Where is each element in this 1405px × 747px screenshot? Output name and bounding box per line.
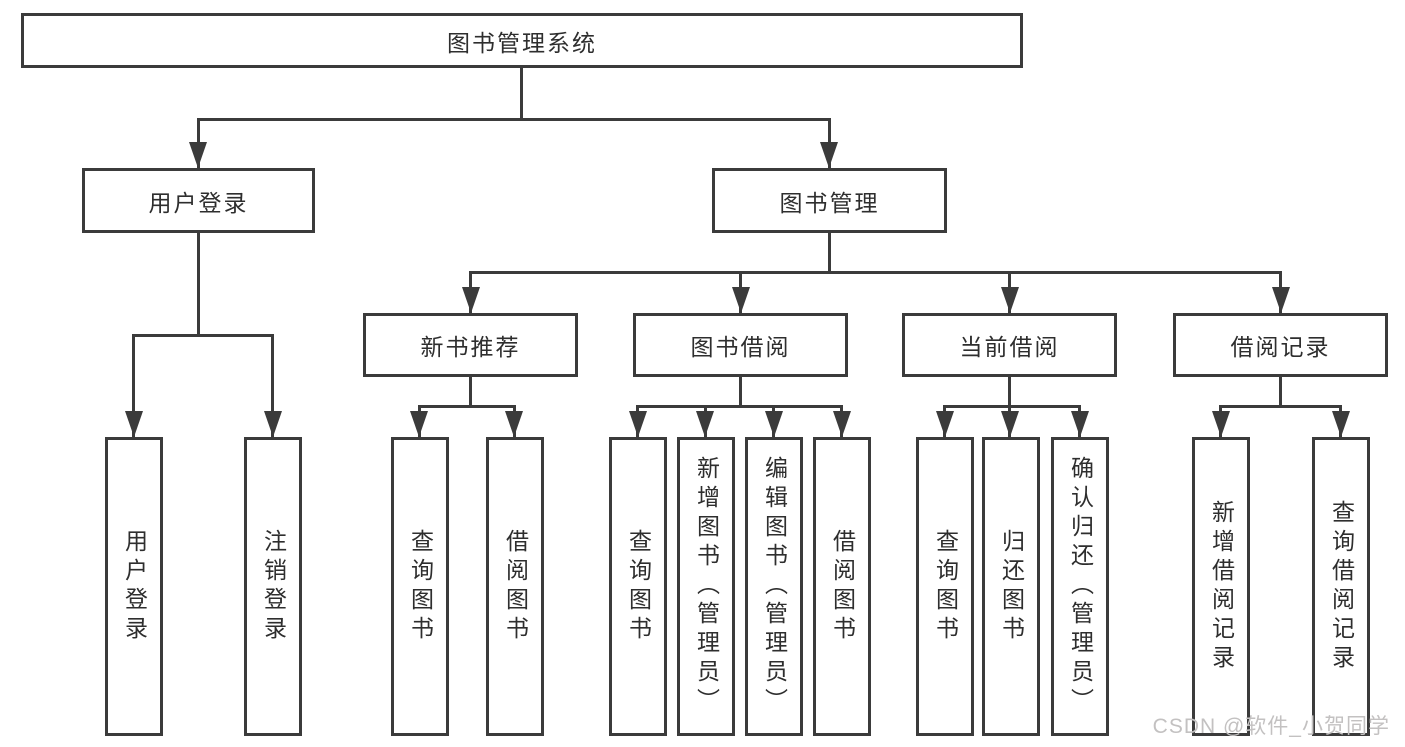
arrowhead <box>189 142 207 168</box>
node-book-borrowing: 图书借阅 <box>633 313 848 377</box>
node-root: 图书管理系统 <box>21 13 1023 68</box>
node-borrowing-records: 借阅记录 <box>1173 313 1388 377</box>
leaf-query-books-borrowing: 查询图书 <box>609 437 667 736</box>
leaf-return-book-label: 归还图书 <box>998 528 1025 645</box>
node-borrowing-records-label: 借阅记录 <box>1230 334 1331 360</box>
leaf-edit-book-admin: 编辑图书（管理员） <box>745 437 803 736</box>
connector <box>520 66 523 120</box>
arrowhead <box>1332 411 1350 437</box>
arrowhead <box>629 411 647 437</box>
watermark: CSDN @软件_小贺同学 <box>1152 715 1390 738</box>
node-new-book-recommend: 新书推荐 <box>363 313 578 377</box>
arrowhead <box>462 287 480 313</box>
arrowhead <box>1212 411 1230 437</box>
node-root-label: 图书管理系统 <box>447 29 597 56</box>
leaf-borrow-books-borrowing-label: 借阅图书 <box>829 528 856 645</box>
node-book-management-label: 图书管理 <box>779 189 880 216</box>
leaf-logout-label: 注销登录 <box>260 528 287 645</box>
connector <box>132 334 135 437</box>
connector <box>197 118 831 121</box>
arrowhead <box>1001 411 1019 437</box>
connector <box>469 271 1282 274</box>
connector <box>1279 377 1282 408</box>
arrowhead <box>1071 411 1089 437</box>
connector <box>132 334 274 337</box>
leaf-add-borrow-record: 新增借阅记录 <box>1192 437 1250 736</box>
node-current-borrowing-label: 当前借阅 <box>959 334 1060 360</box>
leaf-query-borrow-record-label: 查询借阅记录 <box>1328 499 1355 674</box>
arrowhead <box>125 411 143 437</box>
leaf-user-login: 用户登录 <box>105 437 163 736</box>
arrowhead <box>820 142 838 168</box>
node-user-login: 用户登录 <box>82 168 315 233</box>
arrowhead <box>1272 287 1290 313</box>
leaf-logout: 注销登录 <box>244 437 302 736</box>
connector <box>469 377 472 408</box>
leaf-return-book: 归还图书 <box>982 437 1040 736</box>
leaf-add-borrow-record-label: 新增借阅记录 <box>1208 499 1235 674</box>
connector <box>271 334 274 437</box>
leaf-confirm-return-admin-label: 确认归还（管理员） <box>1067 456 1094 717</box>
leaf-query-borrow-record: 查询借阅记录 <box>1312 437 1370 736</box>
connector <box>1008 377 1011 408</box>
connector <box>828 233 831 274</box>
node-user-login-label: 用户登录 <box>148 189 249 216</box>
arrowhead <box>936 411 954 437</box>
connector <box>739 377 742 408</box>
leaf-query-books-borrowing-label: 查询图书 <box>625 528 652 645</box>
arrowhead <box>505 411 523 437</box>
leaf-add-book-admin: 新增图书（管理员） <box>677 437 735 736</box>
arrowhead <box>732 287 750 313</box>
connector <box>636 405 842 408</box>
arrowhead <box>765 411 783 437</box>
leaf-borrow-books-recommend: 借阅图书 <box>486 437 544 736</box>
leaf-borrow-books-recommend-label: 借阅图书 <box>502 528 529 645</box>
node-new-book-recommend-label: 新书推荐 <box>420 334 521 360</box>
leaf-query-books-recommend-label: 查询图书 <box>407 528 434 645</box>
connector <box>943 405 1081 408</box>
arrowhead <box>410 411 428 437</box>
arrowhead <box>264 411 282 437</box>
leaf-edit-book-admin-label: 编辑图书（管理员） <box>761 456 788 717</box>
connector <box>418 405 516 408</box>
arrowhead <box>696 411 714 437</box>
arrowhead <box>833 411 851 437</box>
leaf-add-book-admin-label: 新增图书（管理员） <box>693 456 720 717</box>
connector <box>197 233 200 337</box>
leaf-borrow-books-borrowing: 借阅图书 <box>813 437 871 736</box>
leaf-query-books-current: 查询图书 <box>916 437 974 736</box>
leaf-query-books-current-label: 查询图书 <box>932 528 959 645</box>
node-book-borrowing-label: 图书借阅 <box>690 334 791 360</box>
leaf-user-login-label: 用户登录 <box>121 528 148 645</box>
node-book-management: 图书管理 <box>712 168 947 233</box>
arrowhead <box>1001 287 1019 313</box>
leaf-confirm-return-admin: 确认归还（管理员） <box>1051 437 1109 736</box>
node-current-borrowing: 当前借阅 <box>902 313 1117 377</box>
leaf-query-books-recommend: 查询图书 <box>391 437 449 736</box>
connector <box>1219 405 1341 408</box>
